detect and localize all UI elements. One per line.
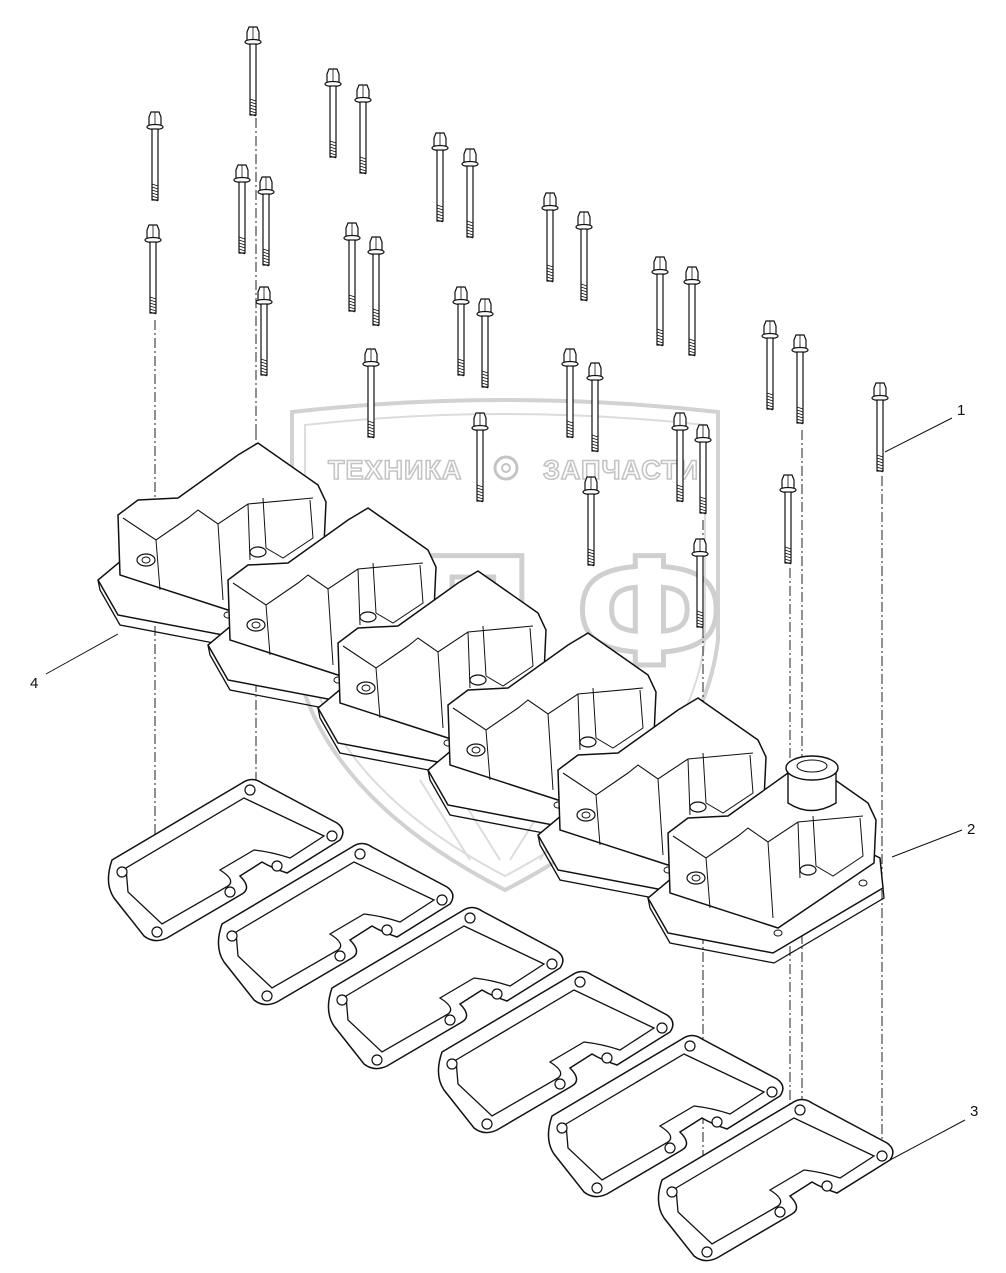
- callout-1-label: 1: [957, 402, 965, 419]
- bolts: [144, 26, 889, 629]
- gasket: [327, 906, 564, 1070]
- gasket: [107, 778, 344, 942]
- bolt: [541, 192, 559, 283]
- bolt: [324, 68, 342, 159]
- callout-1[interactable]: 1: [884, 402, 965, 453]
- bolt: [694, 424, 712, 515]
- bolt: [691, 538, 709, 629]
- bolt: [255, 286, 273, 377]
- gasket: [547, 1034, 784, 1198]
- watermark-right-word: ЗАПЧАСТИ: [543, 455, 699, 485]
- bolt: [343, 222, 361, 313]
- bolt: [561, 348, 579, 439]
- bolt: [791, 334, 809, 425]
- bolt: [461, 148, 479, 239]
- bolt: [257, 176, 275, 267]
- bolt: [431, 132, 449, 223]
- watermark-left-word: ТЕХНИКА: [328, 455, 462, 485]
- bolt: [367, 236, 385, 327]
- bolt: [354, 84, 372, 175]
- oil-filler-cap: [785, 755, 839, 812]
- gear-icon: [493, 455, 519, 481]
- callouts: 1 2 3 4: [30, 402, 978, 1161]
- callout-3[interactable]: 3: [889, 1103, 978, 1161]
- gasket: [657, 1098, 894, 1262]
- bolt: [651, 256, 669, 347]
- callout-4[interactable]: 4: [30, 633, 119, 692]
- valve-covers: [97, 442, 885, 964]
- bolt: [362, 348, 380, 439]
- bolt: [144, 224, 162, 315]
- callout-3-label: 3: [970, 1103, 978, 1120]
- bolt: [233, 164, 251, 255]
- bolt: [871, 382, 889, 473]
- callout-2-label: 2: [967, 821, 975, 838]
- callout-4-label: 4: [30, 675, 38, 692]
- bolt: [244, 26, 262, 117]
- bolt: [586, 362, 604, 453]
- bolt: [761, 320, 779, 411]
- valve-cover-2: [647, 755, 885, 964]
- bolt: [683, 266, 701, 357]
- bolt: [582, 476, 600, 567]
- bolt: [471, 412, 489, 503]
- gasket: [217, 842, 454, 1006]
- gaskets: [107, 778, 894, 1262]
- bolt: [146, 111, 164, 202]
- bolt: [779, 474, 797, 565]
- bolt: [452, 286, 470, 377]
- bolt: [476, 298, 494, 389]
- bolt: [671, 412, 689, 503]
- bolt: [575, 211, 593, 302]
- callout-2[interactable]: 2: [891, 821, 975, 858]
- gasket: [437, 970, 674, 1134]
